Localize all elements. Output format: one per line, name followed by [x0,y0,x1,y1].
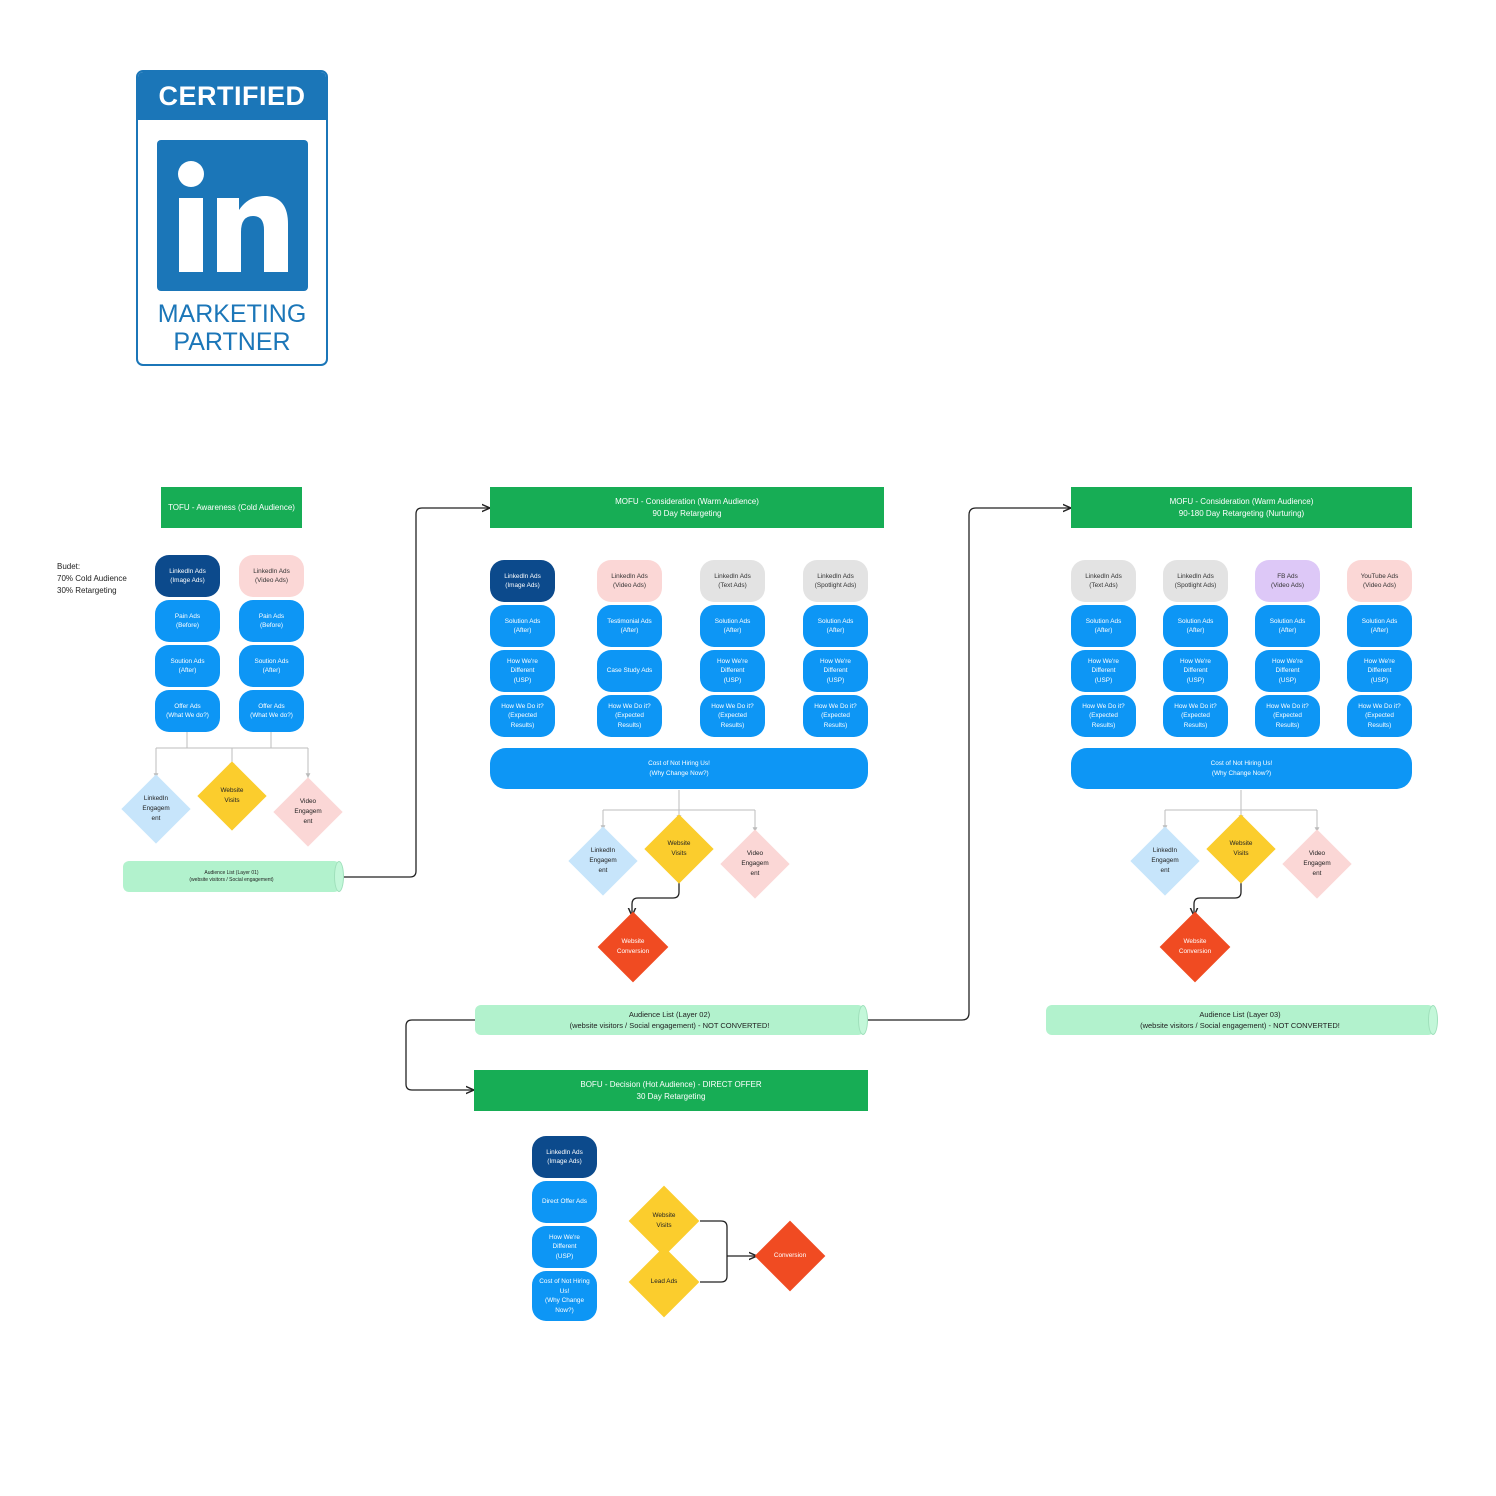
ad-step: How We Do it? (Expected Results) [1347,695,1412,737]
ad-linkedin-spotlight: LinkedIn Ads (Spotlight Ads) [1163,560,1228,602]
ad-step: How We're Different (USP) [490,650,555,692]
ad-step: Direct Offer Ads [532,1181,597,1223]
ad-linkedin-image: LinkedIn Ads (Image Ads) [155,555,220,597]
ad-step: How We Do it? (Expected Results) [1255,695,1320,737]
ad-linkedin-image: LinkedIn Ads (Image Ads) [532,1136,597,1178]
badge-marketing-partner-text: MARKETING PARTNER [157,300,307,356]
ad-step: Solution Ads (After) [490,605,555,647]
audience-list-layer-02: Audience List (Layer 02) (website visito… [475,1005,868,1035]
ad-step: Case Study Ads [597,650,662,692]
audience-list-layer-03: Audience List (Layer 03) (website visito… [1046,1005,1438,1035]
linkedin-logo-icon [157,140,308,291]
website-visits-node: Website Visits [628,1185,700,1257]
ad-linkedin-text: LinkedIn Ads (Text Ads) [700,560,765,602]
video-engagement-node: Video Engagem ent [720,829,790,899]
ad-step: Cost of Not Hiring Us! (Why Change Now?) [532,1271,597,1321]
ad-step: Pain Ads (Before) [239,600,304,642]
website-visits-node: Website Visits [644,814,714,884]
website-visits-node: Website Visits [1206,814,1276,884]
website-visits-node: Website Visits [197,761,267,831]
ad-step: How We're Different (USP) [532,1226,597,1268]
ad-linkedin-video: LinkedIn Ads (Video Ads) [597,560,662,602]
cost-of-not-hiring-box: Cost of Not Hiring Us! (Why Change Now?) [1071,748,1412,789]
ad-step: Pain Ads (Before) [155,600,220,642]
ad-linkedin-spotlight: LinkedIn Ads (Spotlight Ads) [803,560,868,602]
ad-step: How We Do it? (Expected Results) [490,695,555,737]
ad-step: Soution Ads (After) [239,645,304,687]
ad-step: Solution Ads (After) [700,605,765,647]
ad-step: How We Do it? (Expected Results) [803,695,868,737]
ad-linkedin-image: LinkedIn Ads (Image Ads) [490,560,555,602]
ad-step: Soution Ads (After) [155,645,220,687]
ad-step: How We Do it? (Expected Results) [1163,695,1228,737]
ad-step: How We're Different (USP) [1347,650,1412,692]
ad-step: Solution Ads (After) [803,605,868,647]
ad-linkedin-text: LinkedIn Ads (Text Ads) [1071,560,1136,602]
ad-step: How We're Different (USP) [1071,650,1136,692]
linkedin-engagement-node: LinkedIn Engagem ent [1130,826,1200,896]
badge-certified-banner: CERTIFIED [138,72,326,120]
website-conversion-node: Website Conversion [597,911,669,983]
video-engagement-node: Video Engagem ent [1282,829,1352,899]
ad-step: How We Do it? (Expected Results) [700,695,765,737]
ad-linkedin-video: LinkedIn Ads (Video Ads) [239,555,304,597]
mofu-90-180-day-header: MOFU - Consideration (Warm Audience) 90-… [1071,487,1412,528]
ad-step: Offer Ads (What We do?) [239,690,304,732]
ad-step: How We Do it? (Expected Results) [597,695,662,737]
ad-step: How We Do it? (Expected Results) [1071,695,1136,737]
ad-step: How We're Different (USP) [1163,650,1228,692]
ad-step: Testimonial Ads (After) [597,605,662,647]
ad-step: How We're Different (USP) [803,650,868,692]
budget-note: Budet: 70% Cold Audience 30% Retargeting [57,562,127,595]
website-conversion-node: Website Conversion [1159,911,1231,983]
ad-step: Solution Ads (After) [1347,605,1412,647]
ad-youtube-video: YouTube Ads (Video Ads) [1347,560,1412,602]
ad-step: Solution Ads (After) [1071,605,1136,647]
ad-step: How We're Different (USP) [700,650,765,692]
ad-step: Solution Ads (After) [1163,605,1228,647]
ad-step: Offer Ads (What We do?) [155,690,220,732]
cost-of-not-hiring-box: Cost of Not Hiring Us! (Why Change Now?) [490,748,868,789]
linkedin-marketing-partner-badge: CERTIFIED MARKETING PARTNER [136,70,328,366]
audience-list-layer-01: Audience List (Layer 01) (website visito… [123,861,344,892]
video-engagement-node: Video Engagem ent [273,777,343,847]
lead-ads-node: Lead Ads [628,1246,700,1318]
ad-step: Solution Ads (After) [1255,605,1320,647]
ad-step: How We're Different (USP) [1255,650,1320,692]
conversion-node: Conversion [754,1220,826,1292]
linkedin-engagement-node: LinkedIn Engagem ent [568,826,638,896]
linkedin-engagement-node: LinkedIn Engagem ent [121,774,191,844]
ad-fb-video: FB Ads (Video Ads) [1255,560,1320,602]
tofu-header: TOFU - Awareness (Cold Audience) [161,487,302,528]
mofu-90-day-header: MOFU - Consideration (Warm Audience) 90 … [490,487,884,528]
bofu-header: BOFU - Decision (Hot Audience) - DIRECT … [474,1070,868,1111]
